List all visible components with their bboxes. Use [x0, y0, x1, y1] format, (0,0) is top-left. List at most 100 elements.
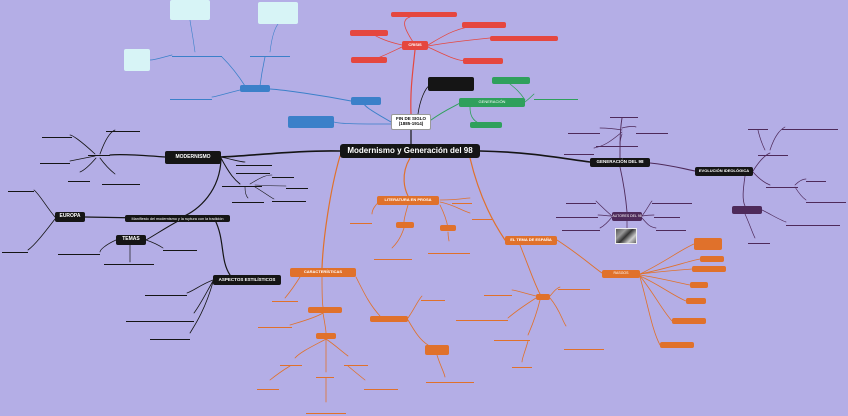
- text-leaf[interactable]: [364, 376, 398, 390]
- tema-espana-node[interactable]: EL TEMA DE ESPAÑA: [505, 236, 557, 245]
- text-leaf[interactable]: [170, 95, 212, 100]
- text-leaf[interactable]: [163, 245, 197, 251]
- blue-leaf[interactable]: [240, 85, 270, 92]
- text-leaf[interactable]: [272, 172, 294, 178]
- red-leaf[interactable]: [490, 36, 558, 41]
- ruptura-label[interactable]: Manifiesto del modernismo y la ruptura c…: [125, 215, 230, 222]
- text-leaf[interactable]: [68, 170, 90, 182]
- fin-de-siglo-node[interactable]: FIN DE SIGLO (1885-1914): [391, 114, 431, 130]
- text-leaf[interactable]: [280, 354, 302, 366]
- orange-leaf[interactable]: [425, 345, 449, 355]
- aspectos-estilisticos-node[interactable]: ASPECTOS ESTILÍSTICOS: [213, 275, 281, 285]
- red-leaf[interactable]: [351, 57, 387, 63]
- text-leaf[interactable]: [258, 322, 292, 328]
- red-leaf[interactable]: [462, 22, 506, 28]
- text-leaf[interactable]: [344, 352, 368, 366]
- crisis-node[interactable]: CRISIS: [402, 41, 428, 50]
- cyan-leaf[interactable]: [170, 0, 210, 20]
- text-leaf[interactable]: [58, 249, 100, 255]
- text-leaf[interactable]: [786, 220, 840, 226]
- cyan-leaf[interactable]: [258, 2, 298, 24]
- orange-leaf[interactable]: [686, 298, 706, 304]
- text-leaf[interactable]: [558, 284, 590, 290]
- europa-node[interactable]: EUROPA: [55, 212, 85, 222]
- temas-node[interactable]: TEMAS: [116, 235, 146, 245]
- text-leaf[interactable]: [8, 186, 34, 192]
- text-leaf[interactable]: [596, 141, 638, 147]
- photo-thumbnail[interactable]: [615, 228, 637, 244]
- text-leaf[interactable]: [250, 52, 290, 57]
- orange-leaf[interactable]: [536, 294, 550, 300]
- orange-leaf[interactable]: [700, 256, 724, 262]
- orange-leaf[interactable]: [690, 282, 708, 288]
- text-leaf[interactable]: [534, 88, 578, 100]
- text-leaf[interactable]: [272, 196, 306, 202]
- generacion-98-node[interactable]: GENERACIÓN DEL 98: [590, 158, 650, 167]
- text-leaf[interactable]: [150, 330, 190, 340]
- text-leaf[interactable]: [257, 378, 279, 390]
- orange-leaf[interactable]: [440, 225, 456, 231]
- text-leaf[interactable]: [172, 52, 222, 57]
- text-leaf[interactable]: [758, 150, 788, 156]
- text-leaf[interactable]: [452, 194, 472, 204]
- text-leaf[interactable]: [306, 402, 346, 414]
- text-leaf[interactable]: [806, 176, 826, 182]
- text-leaf[interactable]: [748, 238, 770, 244]
- text-leaf[interactable]: [374, 246, 412, 260]
- modernismo-node[interactable]: MODERNISMO: [165, 151, 221, 164]
- text-leaf[interactable]: [512, 362, 532, 368]
- autores-98-node[interactable]: AUTORES DEL 98: [612, 212, 642, 221]
- orange-leaf[interactable]: [694, 238, 722, 250]
- orange-leaf[interactable]: [396, 222, 414, 228]
- text-leaf[interactable]: [636, 122, 668, 134]
- red-leaf[interactable]: [463, 58, 503, 64]
- evolucion-ideologica-node[interactable]: EVOLUCIÓN IDEOLÓGICA: [695, 167, 753, 176]
- text-leaf[interactable]: [564, 143, 594, 155]
- orange-leaf[interactable]: [672, 318, 706, 324]
- text-leaf[interactable]: [566, 198, 596, 204]
- literatura-prosa-node[interactable]: LITERATURA EN PROSA: [377, 196, 439, 205]
- text-leaf[interactable]: [236, 158, 272, 166]
- green-leaf[interactable]: [470, 122, 502, 128]
- text-leaf[interactable]: [748, 124, 768, 130]
- orange-leaf[interactable]: [692, 266, 726, 272]
- text-leaf[interactable]: [610, 108, 638, 118]
- rasgos-node[interactable]: RASGOS: [602, 270, 640, 278]
- text-leaf[interactable]: [782, 124, 838, 130]
- text-leaf[interactable]: [652, 198, 692, 204]
- cyan-leaf[interactable]: [124, 49, 150, 71]
- central-topic[interactable]: Modernismo y Generación del 98: [340, 144, 480, 158]
- text-leaf[interactable]: [102, 173, 140, 185]
- text-leaf[interactable]: [145, 290, 187, 296]
- red-leaf[interactable]: [350, 30, 388, 36]
- black-leaf[interactable]: [428, 77, 474, 91]
- text-leaf[interactable]: [456, 315, 508, 321]
- text-leaf[interactable]: [568, 122, 600, 134]
- text-leaf[interactable]: [106, 126, 140, 132]
- text-leaf[interactable]: [104, 259, 154, 265]
- text-leaf[interactable]: [316, 372, 334, 378]
- text-leaf[interactable]: [806, 197, 846, 203]
- text-leaf[interactable]: [350, 208, 372, 224]
- text-leaf[interactable]: [421, 289, 445, 301]
- text-leaf[interactable]: [656, 225, 686, 231]
- text-leaf[interactable]: [222, 181, 262, 187]
- text-leaf[interactable]: [556, 212, 598, 218]
- text-leaf[interactable]: [88, 150, 110, 156]
- blue-leaf[interactable]: [288, 116, 334, 128]
- generacion-node[interactable]: GENERACIÓN: [459, 98, 525, 107]
- text-leaf[interactable]: [2, 247, 28, 253]
- text-leaf[interactable]: [428, 240, 470, 254]
- text-leaf[interactable]: [42, 132, 72, 138]
- blue-leaf[interactable]: [351, 97, 381, 105]
- orange-leaf[interactable]: [370, 316, 408, 322]
- text-leaf[interactable]: [562, 225, 600, 231]
- text-leaf[interactable]: [426, 377, 474, 383]
- text-leaf[interactable]: [654, 212, 680, 218]
- text-leaf[interactable]: [232, 197, 264, 203]
- caracteristicas-node[interactable]: CARACTERÍSTICAS: [290, 268, 356, 277]
- text-leaf[interactable]: [472, 210, 492, 220]
- text-leaf[interactable]: [286, 183, 308, 189]
- text-leaf[interactable]: [484, 282, 512, 296]
- purple-leaf[interactable]: [732, 206, 762, 214]
